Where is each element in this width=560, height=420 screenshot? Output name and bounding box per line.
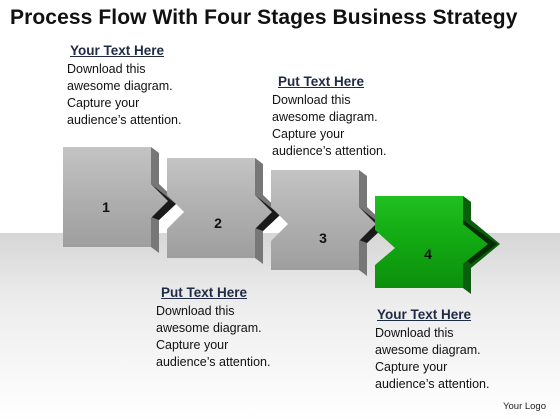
stage-4-heading: Your Text Here bbox=[377, 307, 472, 322]
stage-2-line-3: Capture your bbox=[156, 338, 229, 352]
page-title: Process Flow With Four Stages Business S… bbox=[10, 6, 518, 29]
stage-3-line-3: Capture your bbox=[272, 127, 345, 141]
stage-1-line-3: Capture your bbox=[67, 96, 140, 110]
stage-2-line-2: awesome diagram. bbox=[156, 321, 262, 335]
stage-3-heading: Put Text Here bbox=[278, 74, 365, 89]
puzzle-piece-3: 3 bbox=[271, 170, 386, 276]
stage-3-text: Put Text Here Download this awesome diag… bbox=[272, 74, 386, 160]
stage-2-line-4: audience’s attention. bbox=[156, 355, 271, 369]
stage-4-line-2: awesome diagram. bbox=[375, 343, 481, 357]
stage-3-number: 3 bbox=[319, 230, 327, 246]
stage-1-number: 1 bbox=[102, 199, 110, 215]
logo-text: Your Logo bbox=[503, 401, 546, 412]
stage-1-heading: Your Text Here bbox=[70, 43, 165, 58]
puzzle-piece-1: 1 bbox=[63, 147, 178, 253]
stage-4-text: Your Text Here Download this awesome dia… bbox=[375, 307, 489, 393]
stage-2-line-1: Download this bbox=[156, 304, 235, 318]
stage-4-line-3: Capture your bbox=[375, 360, 448, 374]
stage-2-number: 2 bbox=[214, 215, 222, 231]
stage-2-text: Put Text Here Download this awesome diag… bbox=[156, 285, 270, 371]
stage-1-line-4: audience’s attention. bbox=[67, 113, 182, 127]
stage-3-line-4: audience’s attention. bbox=[272, 144, 387, 158]
stage-2-heading: Put Text Here bbox=[161, 285, 248, 300]
stage-1-line-2: awesome diagram. bbox=[67, 79, 173, 93]
stage-3-line-1: Download this bbox=[272, 93, 351, 107]
stage-4-number: 4 bbox=[424, 246, 432, 262]
stage-1-line-1: Download this bbox=[67, 62, 146, 76]
stage-4-line-1: Download this bbox=[375, 326, 454, 340]
puzzle-piece-2: 2 bbox=[167, 158, 282, 264]
stage-1-text: Your Text Here Download this awesome dia… bbox=[67, 43, 181, 129]
stage-3-line-2: awesome diagram. bbox=[272, 110, 378, 124]
stage-4-line-4: audience’s attention. bbox=[375, 377, 490, 391]
puzzle-piece-4: 4 bbox=[375, 196, 500, 294]
